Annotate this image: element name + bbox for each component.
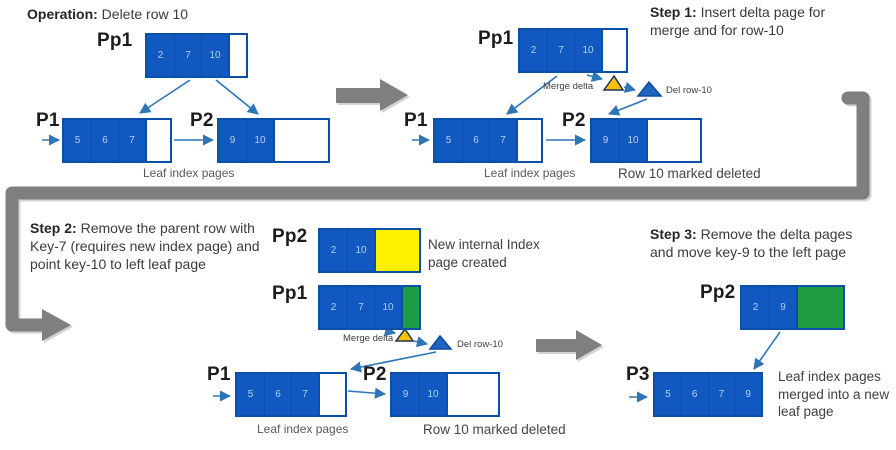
key-cell: 7 (174, 35, 201, 76)
key-cell: 7 (347, 287, 374, 328)
empty-cell (318, 374, 345, 415)
empty-cell (646, 120, 700, 161)
empty-cell (516, 120, 541, 161)
key-cell: 6 (264, 374, 291, 415)
page-label-s3-pp2: Pp2 (700, 282, 736, 303)
operation-heading-text: Delete row 10 (97, 6, 189, 22)
key-cell: 9 (592, 120, 619, 161)
key-cell: 10 (419, 374, 446, 415)
page-label-s2-p2: P2 (363, 364, 387, 385)
flow-arrow-step1 (336, 79, 408, 111)
key-cell: 7 (707, 374, 735, 415)
page-label-op-p2: P2 (190, 110, 214, 131)
merged-note: Leaf index pages merged into a new leaf … (778, 369, 890, 420)
leaf-pages-label-step1: Leaf index pages (484, 166, 576, 180)
del-row-label-step2: Del row-10 (457, 339, 503, 350)
step1-heading: Step 1: Insert delta page for merge and … (650, 4, 840, 40)
new-page-note: New internal Index page created (428, 237, 540, 270)
page-box-op-p2: 9 10 (217, 118, 330, 163)
page-box-s1-pp1: 2 7 10 (518, 28, 628, 73)
merge-delta-label-step1: Merge delta (543, 81, 594, 92)
step1-heading-bold: Step 1: (650, 4, 697, 20)
key-cell: 7 (547, 30, 574, 71)
key-cell: 10 (574, 30, 601, 71)
key-cell: 2 (742, 287, 769, 328)
operation-heading: Operation: Delete row 10 (27, 6, 287, 24)
page-label-s2-pp2: Pp2 (272, 226, 308, 247)
key-cell: 7 (291, 374, 318, 415)
key-cell: 5 (237, 374, 264, 415)
leaf-pages-label-step2: Leaf index pages (257, 422, 349, 436)
page-box-s3-p3: 5 6 7 9 (653, 372, 763, 417)
empty-cell (228, 35, 246, 76)
row-deleted-label-step2: Row 10 marked deleted (423, 422, 566, 437)
page-box-s1-p1: 5 6 7 (433, 118, 543, 163)
new-page-cell-green (401, 287, 419, 328)
merge-delta-triangle-step2 (394, 327, 415, 342)
step1-heading-text: Insert delta page for merge and for row-… (650, 4, 826, 38)
page-label-s1-p1: P1 (404, 110, 428, 131)
page-label-s2-pp1: Pp1 (272, 283, 308, 304)
del-row-label-step1: Del row-10 (666, 85, 712, 96)
operation-heading-bold: Operation: (27, 6, 98, 22)
key-cell: 9 (734, 374, 761, 415)
key-cell: 2 (320, 287, 347, 328)
key-cell: 10 (619, 120, 646, 161)
empty-cell (446, 374, 498, 415)
del-row-triangle-step2 (428, 334, 453, 350)
key-cell: 10 (246, 120, 273, 161)
key-cell: 10 (201, 35, 228, 76)
merge-delta-triangle-step1 (602, 74, 625, 91)
key-cell: 6 (91, 120, 118, 161)
empty-cell (273, 120, 328, 161)
row-deleted-label-step1: Row 10 marked deleted (618, 166, 761, 181)
key-cell: 10 (374, 287, 401, 328)
key-cell: 5 (655, 374, 681, 415)
empty-cell (145, 120, 170, 161)
page-label-s2-p1: P1 (207, 364, 231, 385)
step2-heading-bold: Step 2: (30, 220, 77, 236)
page-label-s1-pp1: Pp1 (478, 28, 514, 49)
page-box-s2-p1: 5 6 7 (235, 372, 347, 417)
page-label-op-p1: P1 (36, 110, 60, 131)
page-box-s2-pp1: 2 7 10 (318, 285, 421, 330)
empty-cell (601, 30, 626, 71)
step3-heading: Step 3: Remove the delta pages and move … (650, 226, 868, 262)
page-box-s1-p2: 9 10 (590, 118, 702, 163)
key-cell: 7 (489, 120, 516, 161)
new-page-cell-green (796, 287, 843, 328)
leaf-pages-label-op: Leaf index pages (143, 166, 235, 180)
delta-triangles (394, 74, 663, 350)
key-cell: 9 (392, 374, 419, 415)
key-cell: 9 (219, 120, 246, 161)
step3-heading-bold: Step 3: (650, 226, 697, 242)
page-label-s3-p3: P3 (626, 364, 650, 385)
key-cell: 6 (680, 374, 708, 415)
key-cell: 2 (520, 30, 547, 71)
step2-heading: Step 2: Remove the parent row with Key-7… (30, 220, 278, 274)
key-cell: 5 (64, 120, 91, 161)
page-box-op-pp1: 2 7 10 (145, 33, 248, 78)
key-cell: 2 (320, 230, 347, 271)
page-label-op-pp1: Pp1 (97, 30, 133, 51)
key-cell: 9 (769, 287, 796, 328)
key-cell: 6 (462, 120, 489, 161)
page-box-op-p1: 5 6 7 (62, 118, 172, 163)
del-row-triangle-step1 (636, 80, 663, 97)
page-box-s2-p2: 9 10 (390, 372, 500, 417)
key-cell: 2 (147, 35, 174, 76)
key-cell: 5 (435, 120, 462, 161)
key-cell: 7 (118, 120, 145, 161)
merge-delta-label-step2: Merge delta (343, 333, 394, 344)
new-page-cell-yellow (374, 230, 419, 271)
page-label-s1-p2: P2 (562, 110, 586, 131)
page-box-s3-pp2: 2 9 (740, 285, 845, 330)
page-box-s2-pp2: 2 10 (318, 228, 421, 273)
flow-arrow-step3 (536, 330, 602, 360)
key-cell: 10 (347, 230, 374, 271)
